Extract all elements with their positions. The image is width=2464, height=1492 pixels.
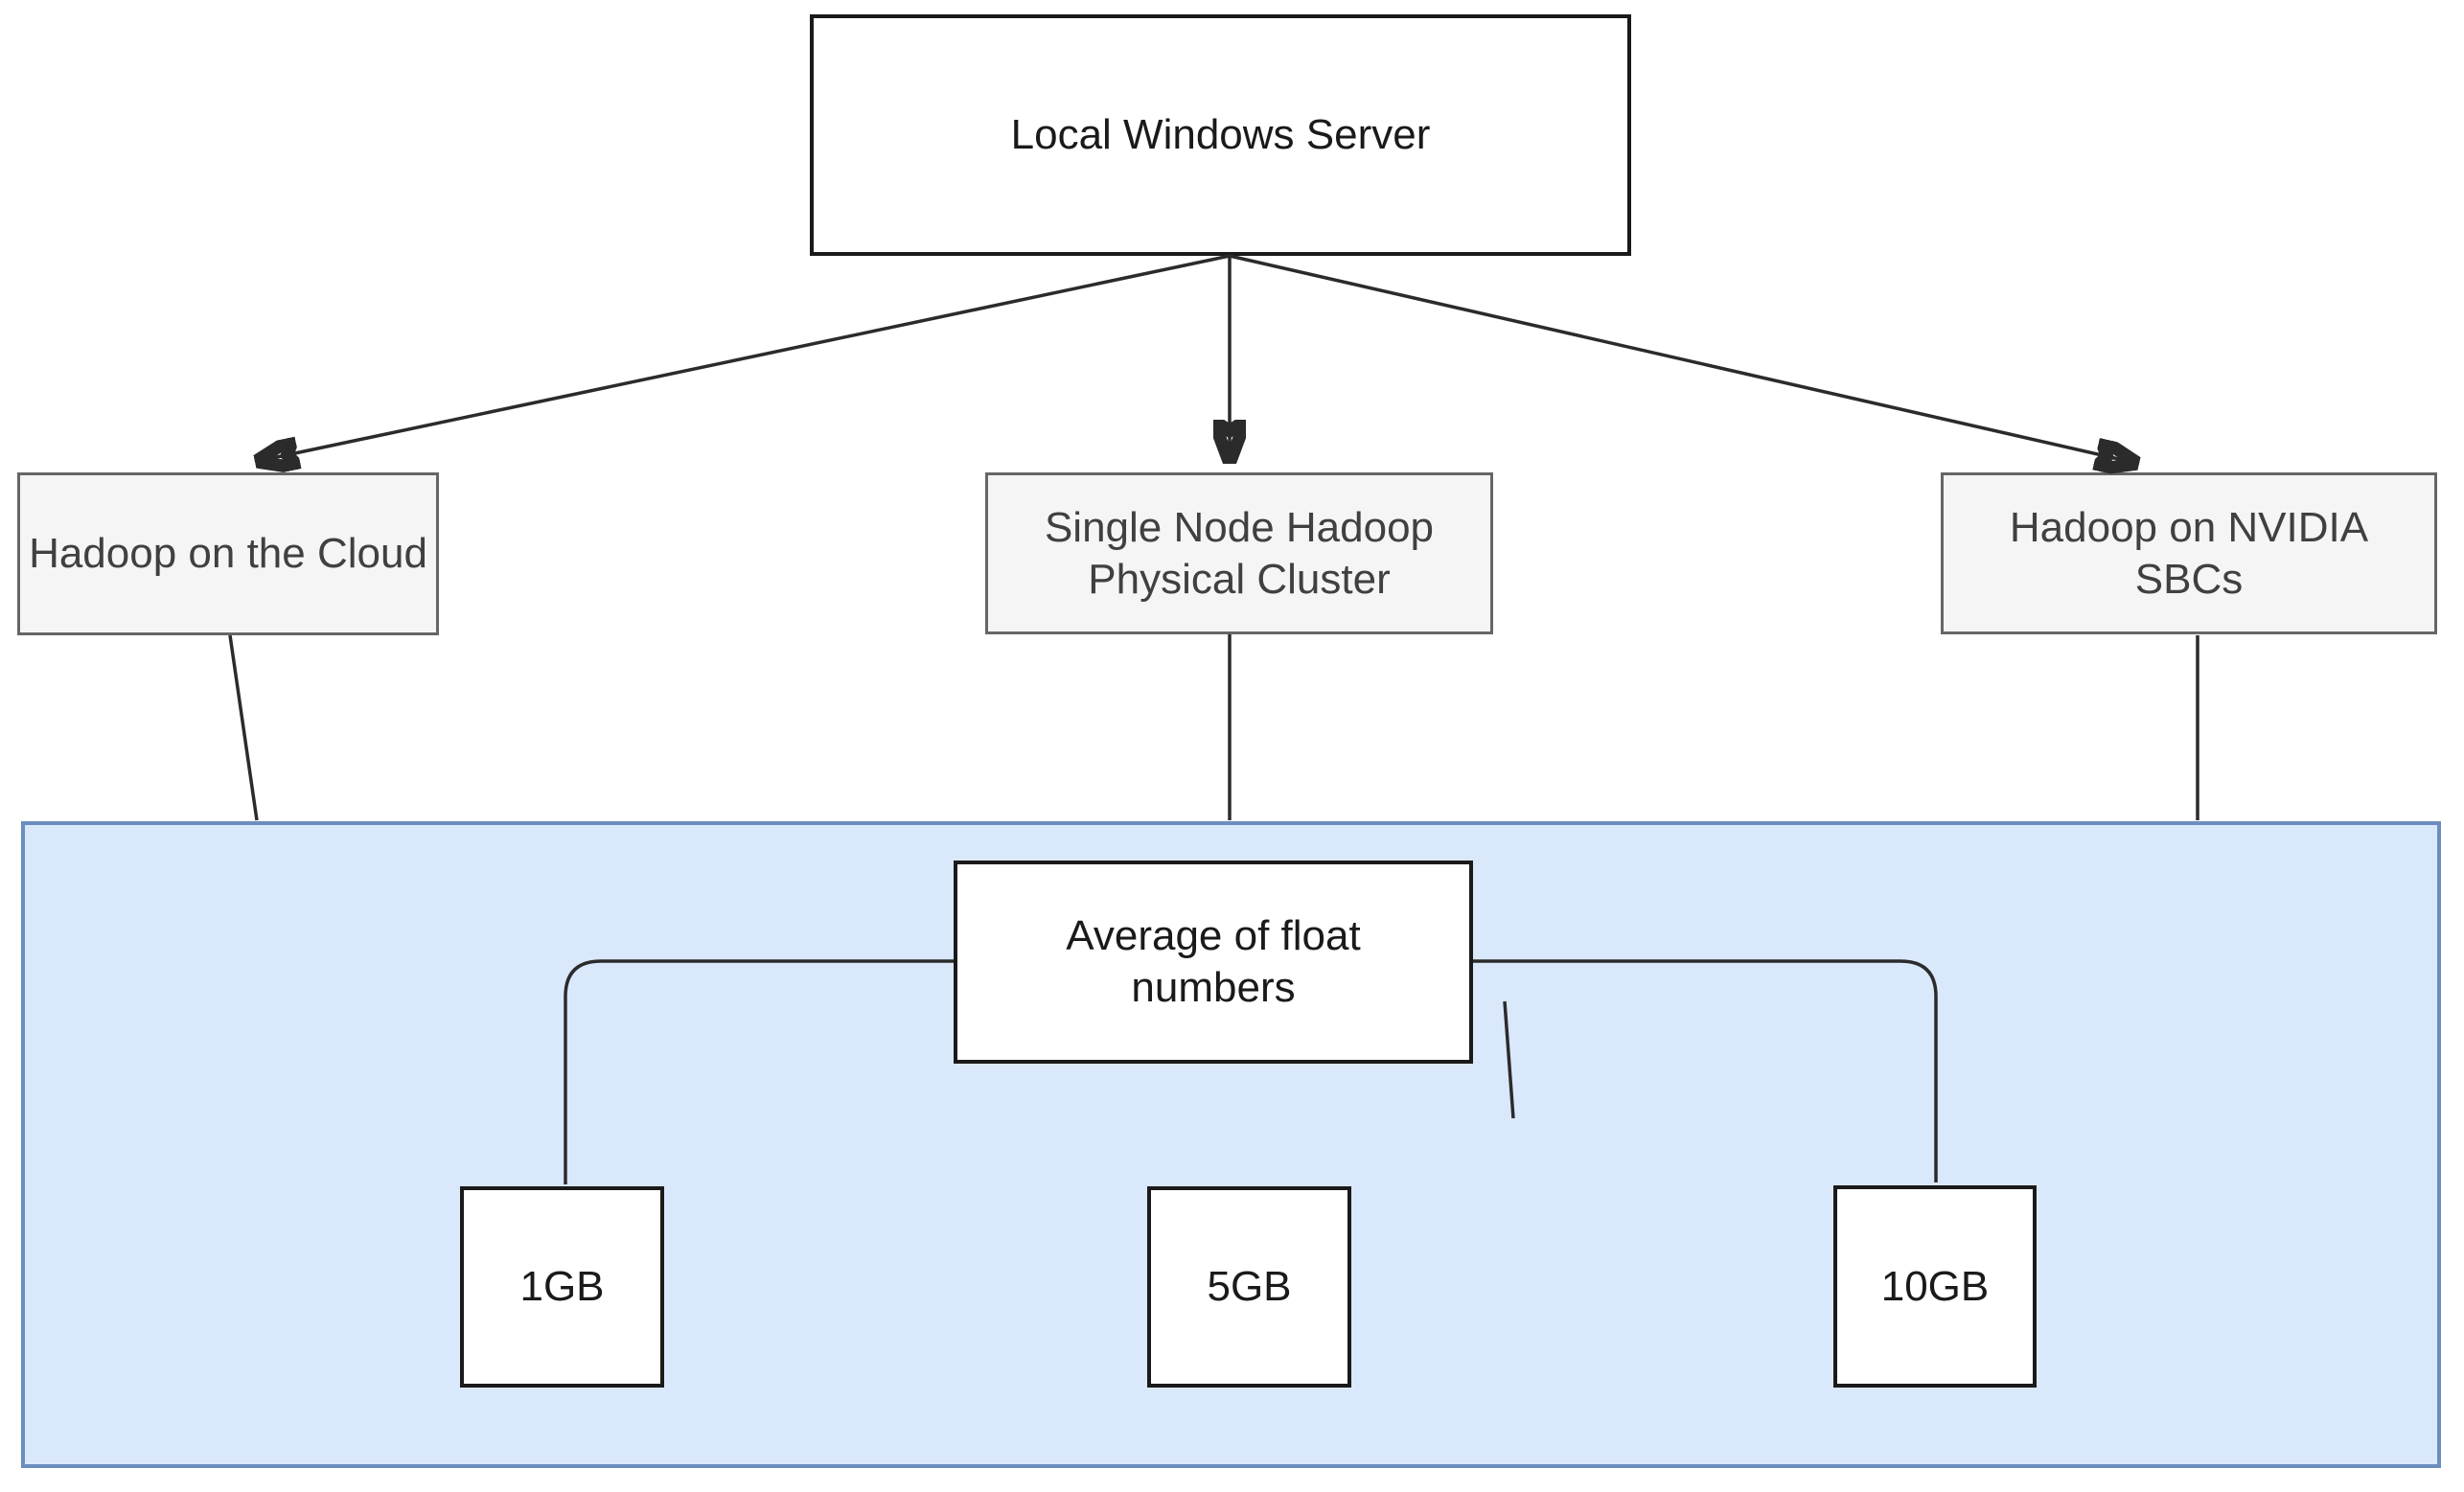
node-label: 1GB [519, 1263, 605, 1311]
node-label: Average of float numbers [1066, 912, 1361, 1011]
node-label: 5GB [1207, 1263, 1292, 1311]
node-single-node-hadoop-physical-cluster: Single Node Hadoop Physical Cluster [985, 472, 1493, 634]
edge-cloud-to-container [228, 634, 259, 821]
node-average-of-float-numbers: Average of float numbers [954, 861, 1473, 1064]
node-10gb: 10GB [1833, 1185, 2037, 1388]
node-hadoop-on-nvidia-sbcs: Hadoop on NVIDIA SBCs [1941, 472, 2437, 634]
node-label: Hadoop on the Cloud [29, 530, 427, 578]
node-label: 10GB [1880, 1262, 1990, 1310]
node-hadoop-on-the-cloud: Hadoop on the Cloud [17, 472, 439, 635]
node-label: Local Windows Server [1010, 111, 1431, 159]
node-label: Hadoop on NVIDIA SBCs [2009, 503, 2369, 603]
node-1gb: 1GB [460, 1186, 664, 1388]
edge-root-to-cloud [259, 254, 1231, 461]
node-5gb: 5GB [1147, 1186, 1351, 1388]
node-label: Single Node Hadoop Physical Cluster [1044, 503, 1435, 603]
node-local-windows-server: Local Windows Server [810, 14, 1631, 256]
edge-root-to-nvidia [1229, 254, 2135, 463]
